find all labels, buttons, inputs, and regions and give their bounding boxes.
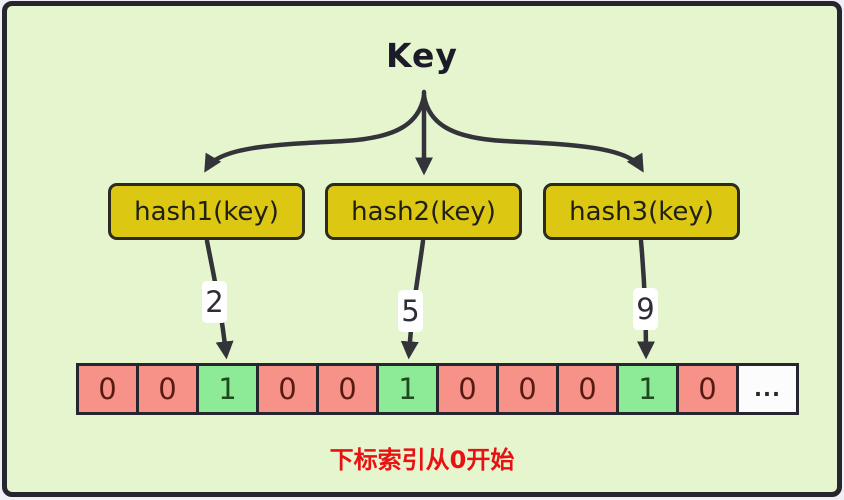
bit-cell: 0 xyxy=(436,363,499,415)
hash2-box: hash2(key) xyxy=(325,183,522,240)
index-label-hash3: 9 xyxy=(633,288,658,330)
bit-cell: 1 xyxy=(376,363,439,415)
bit-cell: 1 xyxy=(196,363,259,415)
index-label-hash2: 5 xyxy=(398,290,423,332)
hash3-box: hash3(key) xyxy=(543,183,740,240)
hash1-box: hash1(key) xyxy=(108,183,305,240)
bit-cell: 0 xyxy=(556,363,619,415)
bit-cell: 1 xyxy=(616,363,679,415)
bit-cell: 0 xyxy=(136,363,199,415)
index-start-caption: 下标索引从0开始 xyxy=(329,446,515,474)
key-title: Key xyxy=(386,36,458,75)
bit-cell: 0 xyxy=(316,363,379,415)
bit-cell: 0 xyxy=(496,363,559,415)
bit-cell: 0 xyxy=(76,363,139,415)
hash1-label: hash1(key) xyxy=(134,196,279,227)
bit-cell: 0 xyxy=(676,363,739,415)
hash2-label: hash2(key) xyxy=(351,196,496,227)
bit-cell: 0 xyxy=(256,363,319,415)
bit-cell: ... xyxy=(736,363,799,415)
hash3-label: hash3(key) xyxy=(569,196,714,227)
index-label-hash1: 2 xyxy=(202,281,227,323)
